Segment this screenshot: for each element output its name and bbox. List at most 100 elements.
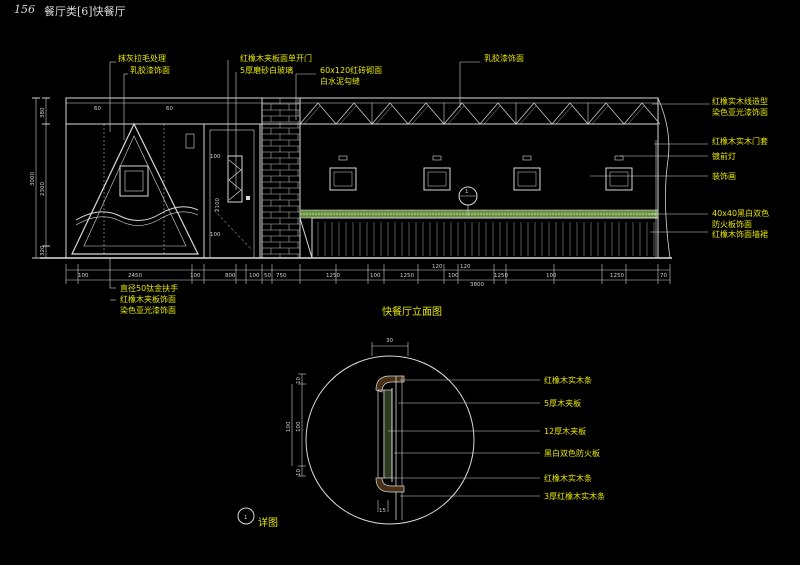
label: 红橡木实木门套: [712, 136, 768, 146]
label: 直径50钛金扶手: [120, 283, 178, 293]
detail-drawing: 30 10 100 100 10 15: [237, 338, 605, 529]
dim-bottom: 100: [190, 273, 201, 279]
wall-lamp: [614, 155, 624, 161]
truss-web: [375, 105, 393, 125]
label: 乳胶漆饰面: [130, 65, 170, 75]
detail-dim: 100: [296, 421, 302, 432]
dim-bottom: 2450: [128, 273, 142, 279]
truss-web: [551, 102, 571, 125]
elevation-caption: 快餐厅立面图: [382, 305, 442, 318]
picture-frame: [423, 167, 451, 191]
detail-dim: 30: [386, 338, 393, 344]
elevation-labels: 抹灰拉毛处理 乳胶漆饰面 红橡木夹板面单开门 5厚磨砂白玻璃 60x120红砖砌…: [118, 53, 769, 318]
truss-web: [303, 105, 321, 125]
dim-inner: 120: [432, 264, 443, 270]
truss-web: [497, 102, 517, 125]
truss-web: [623, 102, 643, 125]
picture-frame-inner: [517, 171, 537, 187]
wall-lamp: [432, 155, 442, 161]
detail-dim: 10: [296, 469, 302, 476]
truss-web: [407, 102, 427, 125]
detail-label: 黑白双色防火板: [544, 448, 600, 458]
truss-web: [371, 102, 391, 125]
truss-web: [425, 102, 445, 125]
label: 红橡实木线造型: [712, 96, 768, 106]
truss-web: [461, 102, 481, 125]
label: 白水泥勾缝: [320, 76, 360, 86]
detail-label: 红橡木实木条: [544, 473, 592, 483]
truss-web: [591, 105, 609, 125]
truss-web: [515, 102, 535, 125]
label: 染色亚光漆饰面: [120, 305, 176, 315]
dim-inner: 100: [210, 232, 221, 238]
dim-inner: 120: [460, 264, 471, 270]
truss-web: [627, 105, 645, 125]
picture-frame: [329, 167, 357, 191]
dim-bottom: 1250: [494, 273, 508, 279]
detail-callout: 1: [244, 515, 248, 521]
dim-bottom: 1250: [326, 273, 340, 279]
truss-web: [569, 102, 589, 125]
detail-dim: 10: [296, 377, 302, 384]
label: 染色亚光漆饰面: [712, 107, 768, 117]
truss-web: [443, 102, 463, 125]
truss-web: [533, 102, 553, 125]
leader-lines: [109, 60, 710, 301]
detail-caption: 详图: [258, 516, 278, 529]
section-callout: 1: [458, 186, 478, 216]
dimension-lines: [32, 97, 671, 284]
brick-column: [261, 97, 301, 259]
picture-frame-inner: [427, 171, 447, 187]
dim-inner: 100: [210, 154, 221, 160]
truss-web: [555, 105, 573, 125]
elevation-drawing: 1: [40, 97, 672, 259]
dim-left: 3000: [30, 172, 36, 186]
label: 装饰画: [712, 171, 736, 181]
truss-web: [479, 102, 499, 125]
picture-frame: [605, 167, 633, 191]
truss-web: [411, 105, 429, 125]
detail-dim: 100: [286, 421, 292, 432]
label: 抹灰拉毛处理: [118, 53, 166, 63]
wall-lamp: [338, 155, 348, 161]
label: 乳胶漆饰面: [484, 53, 524, 63]
detail-label: 5厚木夹板: [544, 398, 581, 408]
dim-bottom: 750: [276, 273, 287, 279]
counter: [299, 209, 659, 259]
dim-bottom: 100: [546, 273, 557, 279]
detail-label: 3厚红橡木实木条: [544, 491, 605, 501]
label: 红橡木夹板面单开门: [240, 53, 312, 63]
label: 防火板饰面: [712, 219, 752, 229]
picture-frame-inner: [333, 171, 353, 187]
label: 40x40黑白双色: [712, 208, 769, 218]
dim-bottom: 100: [448, 273, 459, 279]
truss-web: [641, 102, 661, 125]
picture-frame: [513, 167, 541, 191]
dim-bottom: 50: [264, 273, 271, 279]
dim-left: 380: [40, 107, 46, 118]
roof-truss: [299, 102, 661, 125]
dim-bottom: 70: [660, 273, 667, 279]
dim-inner: 60: [166, 106, 173, 112]
label: 红橡木饰面墙裙: [712, 229, 768, 239]
truss-web: [353, 102, 373, 125]
dim-left: 320: [40, 245, 46, 256]
dimension-text: 100 2450 100 800 100 50 750 1250 100 125…: [30, 106, 667, 288]
detail-label: 红橡木实木条: [544, 375, 592, 385]
truss-web: [447, 105, 465, 125]
label: 红橡木夹板饰面: [120, 294, 176, 304]
dim-bottom: 100: [249, 273, 260, 279]
wall-pictures: [329, 155, 633, 191]
dim-bottom: 1250: [610, 273, 624, 279]
truss-web: [299, 102, 319, 125]
dim-inner: 2100: [215, 198, 221, 212]
label: 镀前灯: [712, 151, 736, 161]
truss-web: [317, 102, 337, 125]
dim-inner: 60: [94, 106, 101, 112]
truss-web: [519, 105, 537, 125]
truss-web: [389, 102, 409, 125]
truss-web: [587, 102, 607, 125]
page-title: 餐厅类[6]快餐厅: [44, 5, 126, 18]
wall-lamp: [522, 155, 532, 161]
